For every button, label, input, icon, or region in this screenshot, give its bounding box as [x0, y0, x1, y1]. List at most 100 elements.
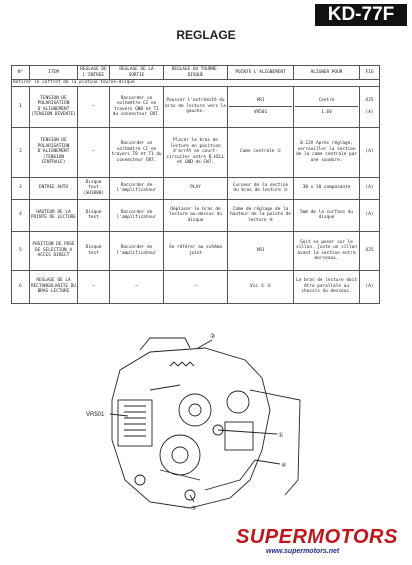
table-row: 3 ENTREE AUTO Disque test (SH1008) Racco…	[11, 176, 381, 200]
cell-fig: X25	[359, 230, 381, 271]
cell-align: 5mm de la surface du disque	[293, 198, 361, 232]
cell-fig: (A)	[359, 269, 381, 304]
cell-output: —	[109, 269, 164, 304]
cell-align: 30 x 10 composante	[293, 176, 361, 200]
arm-base	[224, 421, 254, 451]
cell-turntable: PLAY	[163, 176, 228, 200]
col-header: ALIGNER POUR	[293, 65, 361, 80]
adjustment-table: N° ITEM REGLAGE DE L'ENTREE REGLAGE DE L…	[10, 65, 381, 304]
motor-block	[117, 399, 153, 447]
cell-output: Raccorder de l'amplificateur	[109, 176, 164, 200]
model-number: KD-77F	[315, 4, 407, 26]
center-spindle	[178, 393, 212, 427]
cell-turntable: Déplacer le bras de lecture au-dessus du…	[163, 198, 228, 232]
upper-bracket	[139, 337, 191, 351]
center-spindle-hub	[188, 403, 202, 417]
motor-coil	[124, 405, 146, 437]
table-row: 6 REGLAGE DE LA RECTANGULARITE DU BRAS L…	[11, 269, 381, 304]
col-header: POINTS L'ALIGNEMENT	[226, 65, 295, 80]
callout-4: ④	[281, 462, 286, 469]
cell-fig: (A)	[359, 176, 381, 200]
leader-1	[217, 429, 278, 435]
cell-item: HAUTEUR DE LA POINTE DE LECTURE	[29, 198, 78, 232]
leader-3	[189, 494, 195, 503]
cell-input: —	[77, 269, 110, 304]
cell-input: Disque test	[77, 198, 110, 232]
table-row: 5 POSITION DE POSE DE SELECTION A ACCES …	[11, 230, 381, 271]
linkage	[149, 384, 256, 491]
cell-output: Raccorder de l'amplificateur	[109, 198, 164, 232]
watermark-url: www.supermotors.net	[266, 548, 340, 555]
cell-align: 0.12V Après réglage, verrouiller la sect…	[293, 126, 361, 178]
cell-turntable: Pousser l'extrémité du bras de lecture v…	[163, 85, 228, 128]
cell-item: REGLAGE DE LA RECTANGULARITE DU BRAS LEC…	[29, 269, 78, 304]
cell-align: Le bras de lecture doit être parallèle a…	[293, 269, 361, 304]
screw-bottom	[184, 489, 196, 501]
callout-3: ③	[191, 505, 196, 512]
cell-output: Raccorder un voltmètre CC en travers T8 …	[109, 126, 164, 178]
cell-output: Raccorder de l'amplificateur	[109, 230, 164, 271]
cell-no: 4	[11, 198, 30, 232]
cell-item: TENSION DE POLARISATION D'ALIGNEMENT (TE…	[29, 126, 78, 178]
cell-input: Disque test (SH1008)	[77, 176, 110, 200]
cell-align-top: Centre	[295, 98, 359, 107]
page-title: REGLAGE	[176, 28, 236, 42]
col-header: FIG	[359, 65, 381, 80]
leader-4	[254, 459, 281, 465]
table-row: 2 TENSION DE POLARISATION D'ALIGNEMENT (…	[11, 126, 381, 178]
turntable-mechanism-diagram: ② VR501 ① ④ ③	[86, 333, 301, 512]
leader-vr501	[109, 413, 129, 417]
cell-fig: X25 (A)	[359, 85, 381, 128]
cell-input: —	[77, 85, 110, 128]
cell-point: Vis ① ⑤	[226, 269, 295, 304]
callout-vr501: VR501	[86, 412, 105, 418]
cell-input: Disque test	[77, 230, 110, 271]
cell-point: Came de réglage de la hauteur de la poin…	[226, 198, 295, 232]
lower-gear	[159, 434, 201, 476]
cell-align: Centre 1.6V	[293, 85, 361, 128]
cell-turntable: Se référer au schéma joint	[163, 230, 228, 271]
cell-align: Soit se poser sur le sillon, juste un si…	[293, 230, 361, 271]
cell-item: TENSION DE POLARISATION D'ALIGNEMENT (TE…	[29, 85, 78, 128]
col-header: REGLAGE DU TOURNE-DISQUE	[163, 65, 228, 80]
cell-turntable: —	[163, 269, 228, 304]
watermark-logo: SUPERMOTORS www.supermotors.net	[230, 524, 400, 558]
col-header: ITEM	[29, 65, 78, 80]
cell-point: Curseur de la section du bras de lecture…	[226, 176, 295, 200]
cell-point-bottom: VR501	[253, 110, 268, 115]
cell-no: 6	[11, 269, 30, 304]
cell-fig: (A)	[359, 126, 381, 178]
cell-no: 2	[11, 126, 30, 178]
watermark-brand: SUPERMOTORS	[236, 526, 398, 548]
cell-point: VR1	[226, 230, 295, 271]
cell-fig: (A)	[359, 198, 381, 232]
cell-input: —	[77, 126, 110, 178]
col-header: REGLAGE DE L'ENTREE	[77, 65, 110, 80]
cell-point: Came centrale ②	[226, 126, 295, 178]
cell-item: ENTREE AUTO	[29, 176, 78, 200]
screw-left	[134, 474, 146, 486]
cell-turntable: Placer le bras de lecture en position d'…	[163, 126, 228, 178]
cell-no: 5	[11, 230, 30, 271]
table-header-row: N° ITEM REGLAGE DE L'ENTREE REGLAGE DE L…	[11, 65, 381, 80]
table-row: 1 TENSION DE POLARISATION D'ALIGNEMENT (…	[11, 85, 381, 128]
right-gear	[226, 390, 250, 414]
callout-1: ①	[278, 432, 283, 439]
leader-2	[197, 339, 213, 349]
chassis-outline	[111, 347, 271, 509]
cell-no: 3	[11, 176, 30, 200]
cell-output: Raccorder un voltmètre CC en travers GND…	[109, 85, 164, 128]
col-header: REGLAGE DE LA SORTIE	[109, 65, 164, 80]
cell-item: POSITION DE POSE DE SELECTION A ACCES DI…	[29, 230, 78, 271]
cell-point: VR1 VR501	[226, 85, 295, 128]
lower-gear-hub	[171, 446, 189, 464]
col-header: N°	[11, 65, 30, 80]
table-row: 4 HAUTEUR DE LA POINTE DE LECTURE Disque…	[11, 198, 381, 232]
callout-2: ②	[210, 333, 215, 340]
cell-no: 1	[11, 85, 30, 128]
cell-fig-bottom: (A)	[365, 109, 374, 115]
tone-arm	[249, 389, 301, 496]
cell-point-top: VR1	[229, 98, 293, 107]
spring	[169, 361, 195, 367]
cell-align-bottom: 1.6V	[321, 110, 332, 115]
